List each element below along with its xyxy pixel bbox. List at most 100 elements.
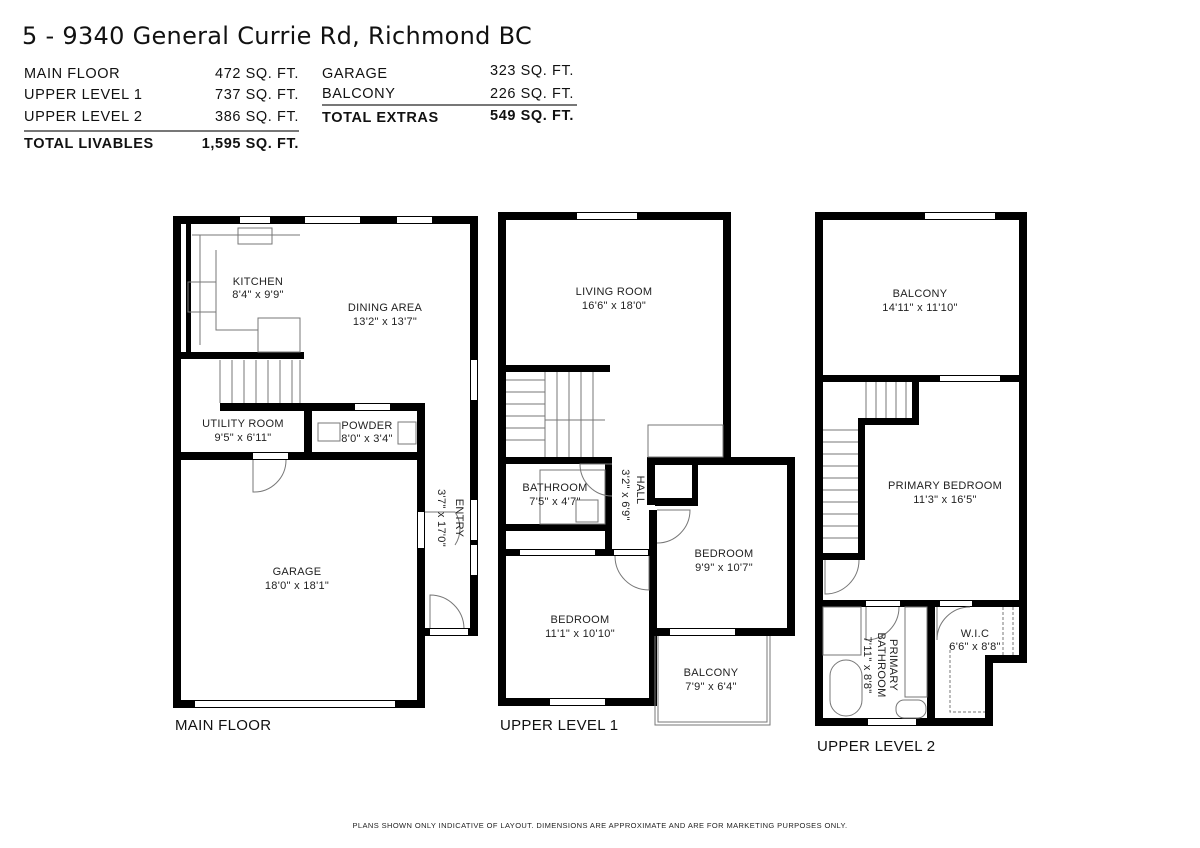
balcony-railing — [654, 636, 771, 726]
room-size: 9'9" x 10'7" — [695, 562, 753, 574]
stairs — [219, 360, 301, 403]
wall — [912, 382, 919, 424]
window — [925, 213, 995, 219]
room-name: ENTRY — [453, 499, 465, 538]
door-opening — [614, 550, 648, 555]
wall — [723, 212, 731, 458]
vanity — [647, 424, 724, 458]
room-size: 3'2" x 6'9" — [619, 469, 631, 520]
wall — [985, 655, 1027, 663]
door-opening — [866, 601, 900, 606]
area-value: 386 SQ. FT. — [215, 109, 299, 125]
room-size: 16'6" x 18'0" — [582, 300, 646, 312]
wall — [417, 403, 425, 708]
room-name: HALL — [634, 476, 646, 505]
door-swing — [425, 511, 461, 546]
window — [705, 484, 760, 490]
entry-door-opening — [418, 512, 424, 548]
room-name: KITCHEN — [233, 276, 283, 288]
wall — [815, 600, 1027, 607]
window — [471, 500, 477, 540]
window — [577, 213, 637, 219]
window — [471, 545, 477, 575]
room-name: LIVING ROOM — [576, 286, 653, 298]
wall — [605, 457, 612, 556]
bathtub-icon — [829, 659, 863, 717]
wall — [498, 457, 612, 464]
sink-icon — [397, 421, 417, 445]
window — [520, 550, 595, 555]
door-swing — [579, 463, 613, 497]
wall — [304, 403, 312, 460]
kitchen-counter — [192, 234, 301, 353]
area-value: 472 SQ. FT. — [215, 66, 299, 82]
wall — [815, 212, 1027, 220]
window — [305, 217, 360, 223]
wall — [858, 418, 865, 560]
room-name: BALCONY — [684, 667, 739, 679]
divider — [24, 130, 299, 132]
vanity — [904, 606, 928, 698]
upper-level-2-plan: BALCONY 14'11" x 11'10" PRIMARY BEDROOM … — [815, 212, 1027, 755]
door-swing — [429, 594, 465, 629]
wall — [181, 352, 304, 359]
stove-icon — [187, 281, 217, 313]
room-name: BALCONY — [893, 288, 948, 300]
wall — [823, 553, 865, 560]
balcony-door — [940, 376, 1000, 381]
door-swing — [252, 459, 287, 493]
toilet-icon — [895, 699, 927, 719]
room-name: PRIMARY — [887, 639, 899, 691]
room-size: 7'11" x 8'8" — [861, 637, 873, 694]
room-size: 14'11" x 11'10" — [882, 302, 957, 314]
area-label: GARAGE — [322, 66, 388, 82]
toilet-icon — [317, 422, 341, 442]
wall — [927, 600, 935, 726]
window — [868, 719, 916, 725]
wall — [647, 457, 655, 505]
room-name: DINING AREA — [348, 302, 423, 314]
wall — [815, 375, 1027, 382]
room-name: BATHROOM — [875, 632, 887, 697]
room-size: 8'0" x 3'4" — [341, 433, 392, 445]
wall — [498, 524, 612, 531]
wall — [655, 498, 697, 506]
room-size: 11'3" x 16'5" — [913, 494, 976, 506]
total-livables-value: 1,595 SQ. FT. — [201, 136, 299, 152]
total-extras-label: TOTAL EXTRAS — [322, 110, 439, 126]
door-swing — [865, 606, 900, 641]
wall — [985, 655, 993, 726]
property-address-title: 5 - 9340 General Currie Rd, Richmond BC — [22, 22, 533, 50]
tub — [539, 469, 606, 525]
window — [550, 699, 605, 705]
area-label: UPPER LEVEL 2 — [24, 109, 143, 125]
wall — [1019, 212, 1027, 662]
area-label: UPPER LEVEL 1 — [24, 87, 143, 103]
wall — [470, 216, 478, 636]
wall — [220, 403, 425, 411]
room-size: 7'5" x 4'7" — [529, 496, 580, 508]
room-size: 13'2" x 13'7" — [353, 316, 417, 328]
room-size: 9'5" x 6'11" — [215, 432, 272, 444]
room-name: BEDROOM — [551, 614, 610, 626]
closet-shelf — [949, 607, 1014, 713]
room-name: BEDROOM — [695, 548, 754, 560]
room-name: GARAGE — [273, 566, 322, 578]
area-value: 737 SQ. FT. — [215, 87, 299, 103]
wall — [647, 457, 795, 465]
disclaimer: PLANS SHOWN ONLY INDICATIVE OF LAYOUT. D… — [352, 821, 848, 830]
window — [355, 404, 390, 410]
area-value: 323 SQ. FT. — [490, 63, 574, 79]
door-swing — [936, 606, 971, 641]
area-label: MAIN FLOOR — [24, 66, 121, 82]
door-opening — [430, 629, 468, 635]
area-value: 226 SQ. FT. — [490, 86, 574, 102]
door-opening — [940, 601, 972, 606]
room-size: 6'6" x 8'8" — [949, 641, 1000, 653]
upper-level-1-plan: LIVING ROOM 16'6" x 18'0" BATHROOM 7'5" … — [498, 212, 795, 734]
room-size: 11'1" x 10'10" — [545, 628, 615, 640]
wall — [815, 212, 823, 726]
divider — [322, 104, 577, 106]
